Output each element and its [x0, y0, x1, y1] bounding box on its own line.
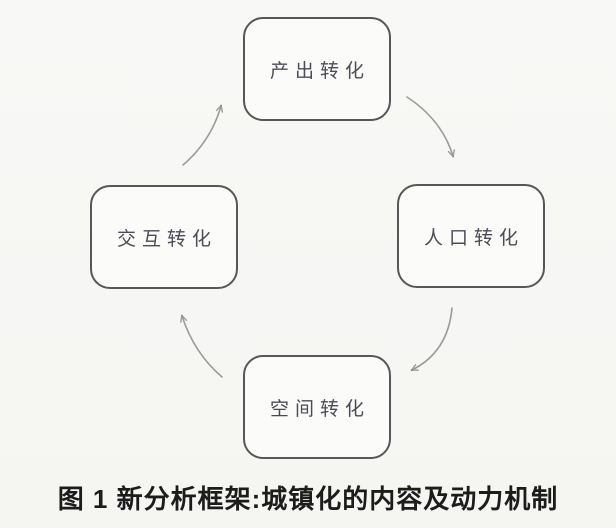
node-label: 交互转化 [116, 228, 217, 250]
node-label: 空间转化 [269, 398, 370, 420]
node-interaction-transformation: 交互转化 [90, 185, 238, 289]
node-spatial-transformation: 空间转化 [243, 355, 391, 459]
arrow-top-to-right [406, 96, 455, 158]
node-output-transformation: 产出转化 [243, 17, 391, 121]
arrow-left-to-top [182, 104, 224, 166]
node-label: 人口转化 [423, 227, 524, 249]
node-label: 产出转化 [269, 60, 370, 82]
node-population-transformation: 人口转化 [397, 184, 545, 288]
arrow-right-to-bottom [410, 307, 453, 372]
arrow-bottom-to-left [180, 314, 223, 378]
figure-caption: 图 1 新分析框架:城镇化的内容及动力机制 [57, 484, 559, 514]
